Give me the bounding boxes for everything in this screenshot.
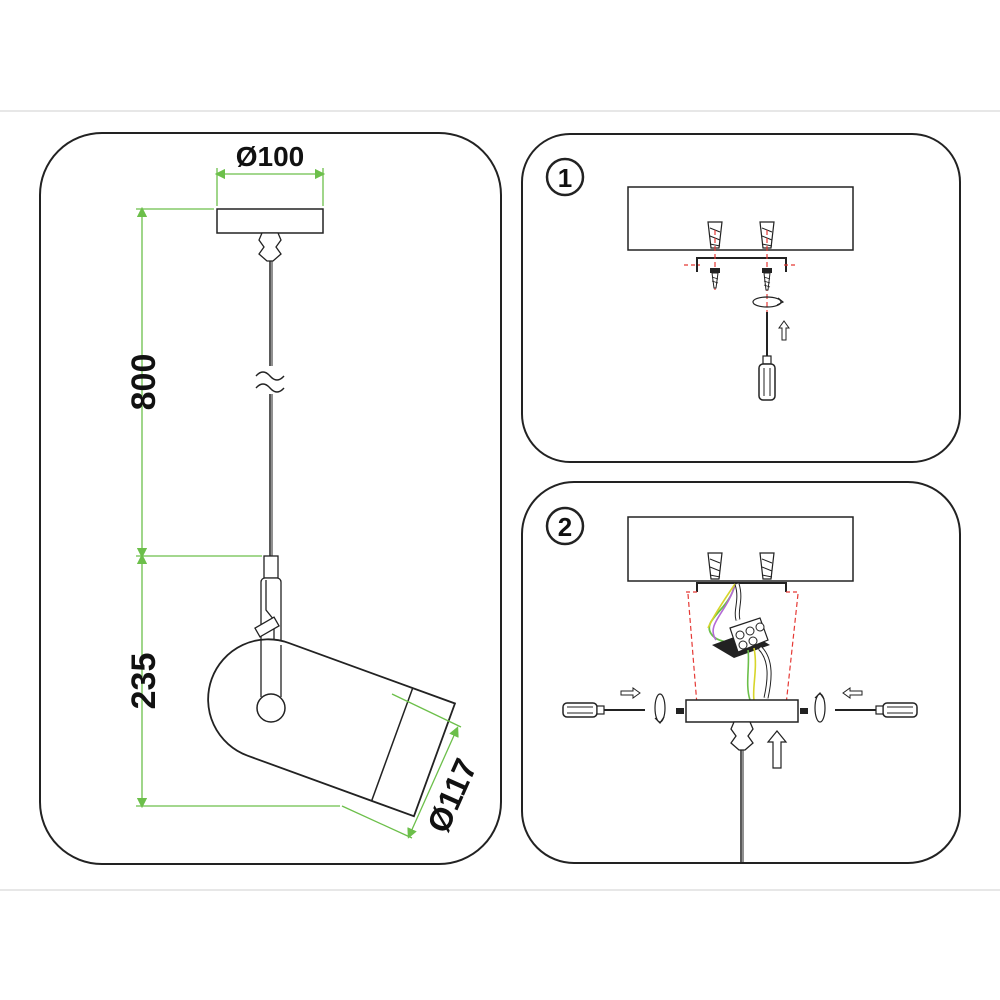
hinge	[254, 616, 280, 638]
anchor-icon	[707, 552, 723, 580]
body-height-label: 235	[125, 653, 163, 710]
ceiling-block	[627, 516, 854, 582]
canopy-diameter-label: Ø100	[236, 141, 305, 172]
terminal-block-icon	[712, 617, 770, 658]
arrow-up-icon	[778, 320, 790, 341]
arrow-right-icon	[620, 687, 641, 699]
canopy	[685, 699, 799, 723]
anchor-icon	[759, 552, 775, 580]
arrow-up-icon	[766, 730, 788, 769]
step1-badge	[545, 157, 585, 197]
step1-panel-frame	[521, 133, 961, 463]
body-height-dimension: 235	[125, 553, 340, 809]
stem-cap	[263, 555, 279, 579]
side-screw-left	[676, 708, 684, 714]
screw-icon	[762, 268, 772, 291]
screw-icon	[710, 268, 720, 289]
canopy-diameter-dimension: Ø100	[214, 141, 326, 206]
ceiling-block	[627, 186, 854, 251]
rotate-icon	[814, 692, 826, 723]
step2-number: 2	[558, 512, 572, 542]
pivot-knob	[256, 693, 286, 723]
rotate-icon	[752, 296, 785, 308]
screwdriver-icon	[758, 312, 776, 401]
rotate-icon	[654, 693, 666, 724]
anchor-icon	[759, 221, 775, 249]
side-screw-right	[800, 708, 808, 714]
screwdriver-icon	[835, 702, 918, 718]
dimension-panel: Ø100 800 235 Ø117	[39, 132, 502, 865]
cable-length-dimension: 800	[125, 206, 262, 559]
arrow-left-icon	[842, 687, 863, 699]
step2-badge	[545, 506, 585, 546]
lamp-wires	[746, 646, 772, 701]
step1-panel: 1	[521, 133, 961, 463]
cable-break	[255, 371, 285, 393]
lamp-head	[207, 638, 457, 818]
canopy	[216, 208, 324, 234]
cable-grip	[258, 232, 282, 262]
step2-panel-frame	[521, 481, 961, 864]
cable-length-label: 800	[125, 354, 163, 411]
screwdriver-icon	[562, 702, 645, 718]
step2-panel: 2	[521, 481, 961, 864]
cable-grip	[730, 721, 754, 751]
step1-number: 1	[558, 163, 572, 193]
mounting-bracket	[696, 582, 787, 592]
dimension-panel-frame	[39, 132, 502, 865]
